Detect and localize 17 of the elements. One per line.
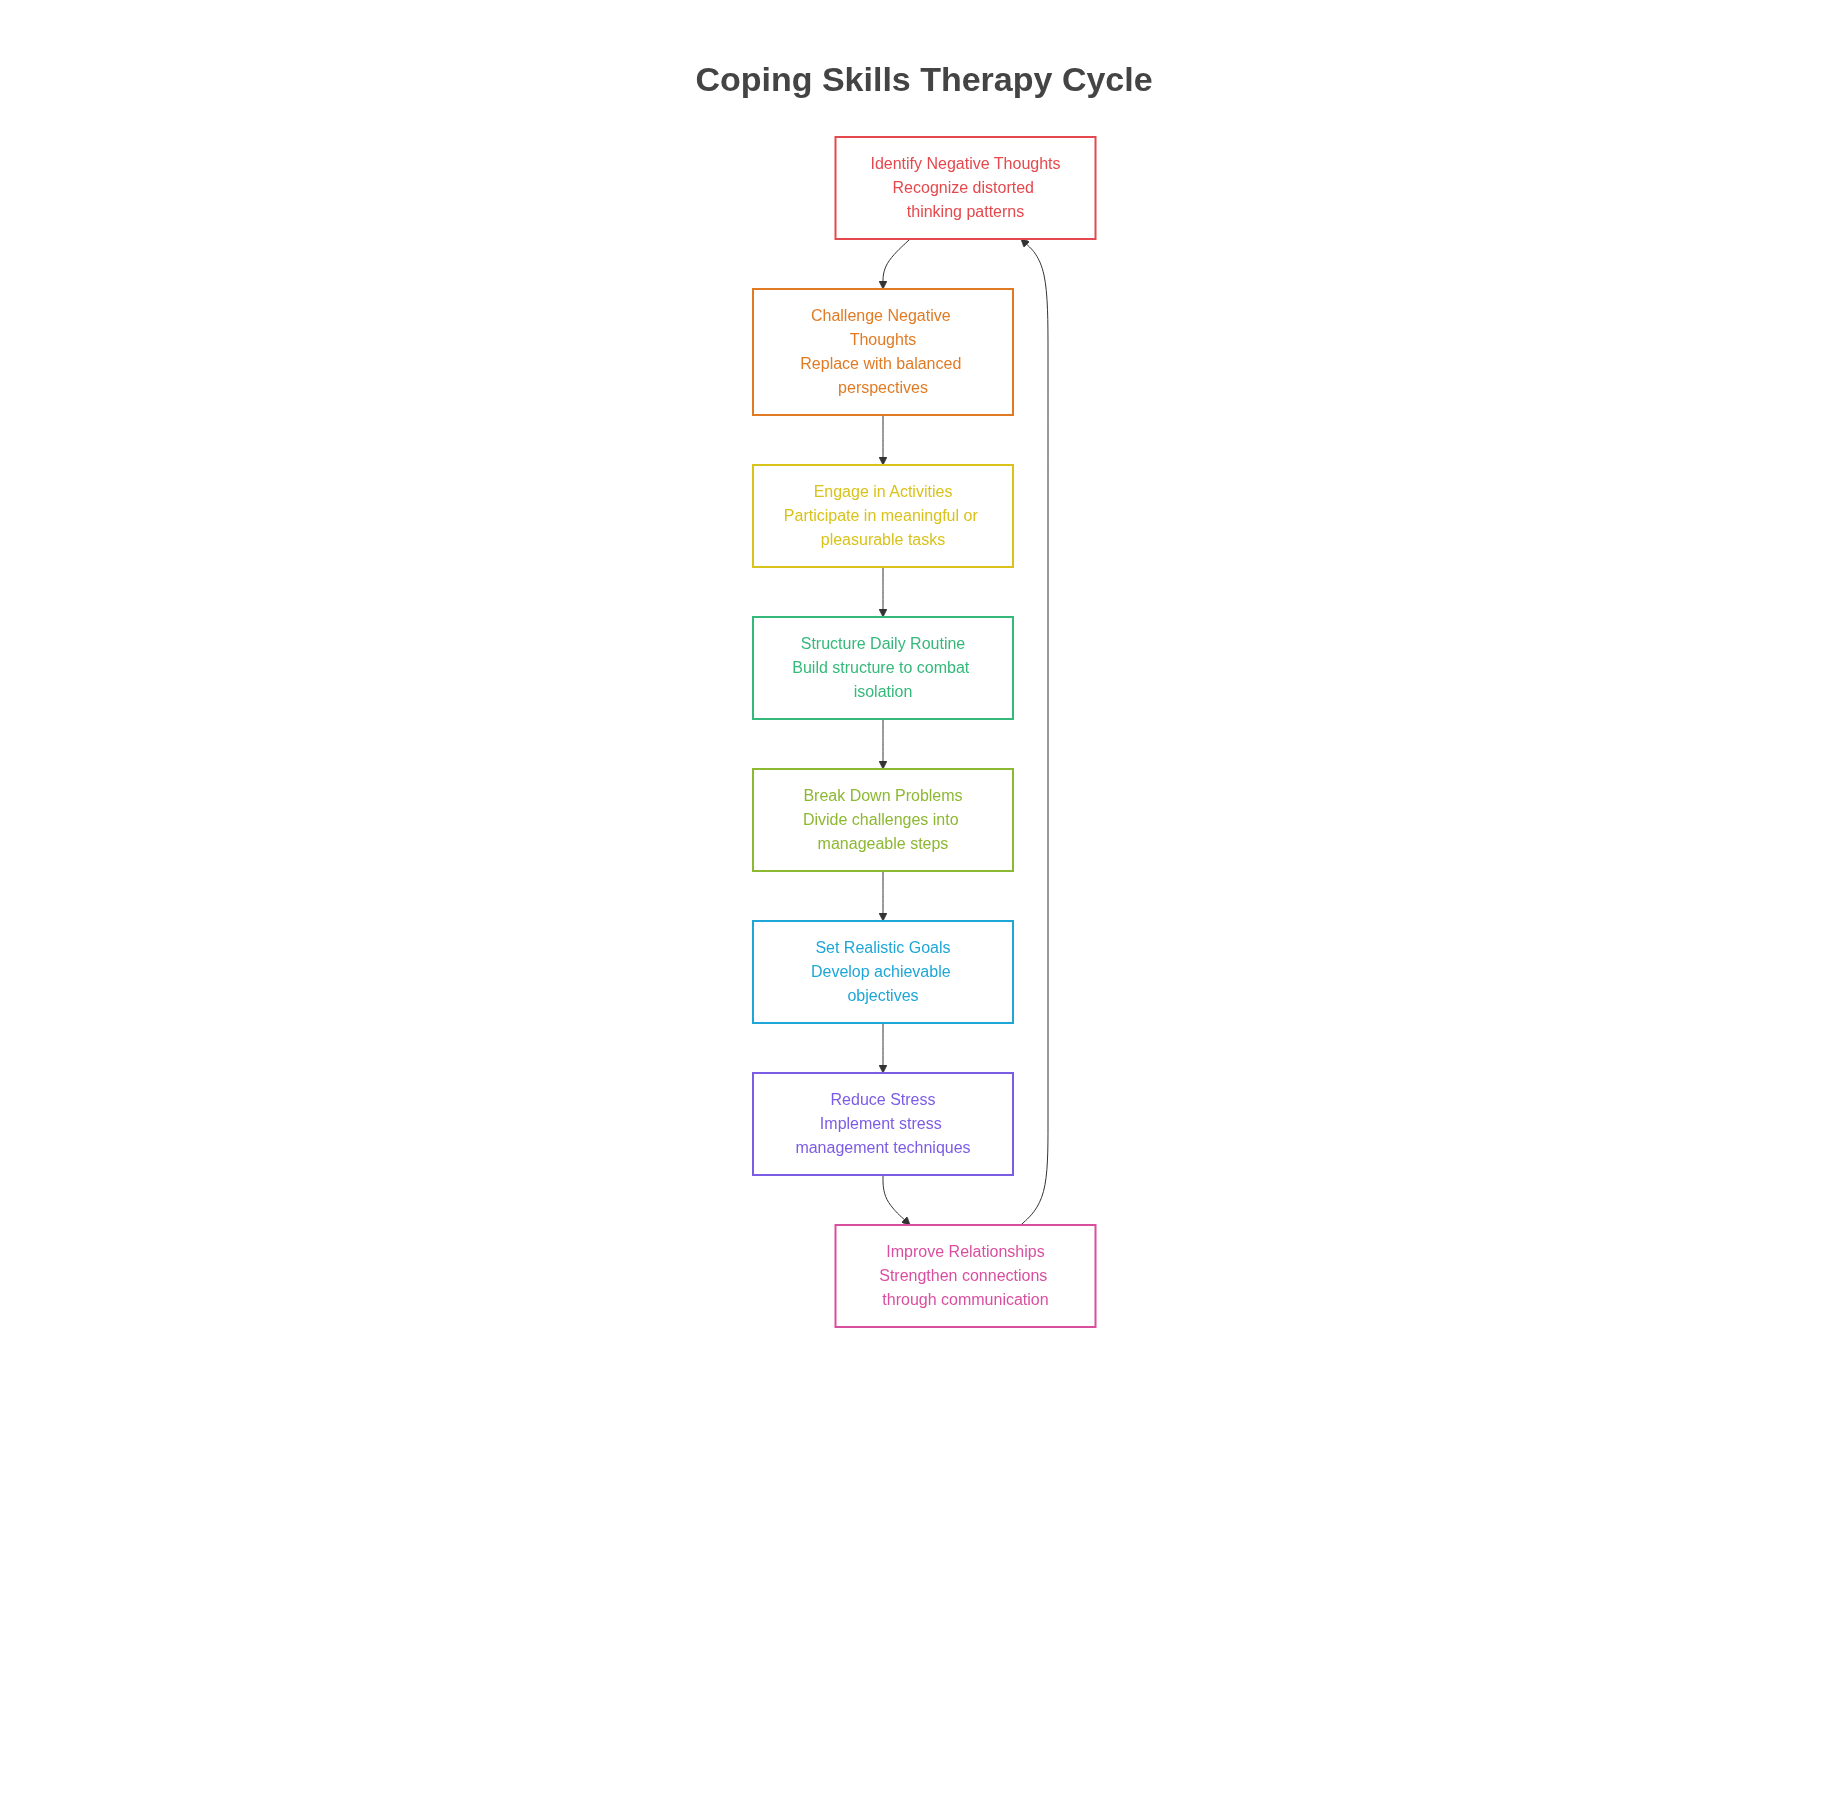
node-box: Break Down Problems Divide challenges into manageable steps [751,768,1014,872]
arrow [1020,238,1049,1226]
node-box: Improve Relationships Strengthen connections through communication [834,1224,1097,1328]
arrow [878,870,888,922]
arrow [878,238,911,290]
arrow [878,1022,888,1074]
arrow [878,718,888,770]
node-box: Identify Negative Thoughts Recognize distorted thinking patterns [834,136,1097,240]
arrow [882,1174,911,1226]
node-box: Engage in Activities Participate in meaningful or pleasurable tasks [751,464,1014,568]
arrow [878,566,888,618]
node-box: Set Realistic Goals Develop achievable objectives [751,920,1014,1024]
node-box: Challenge Negative Thoughts Replace with balanced perspectives [751,288,1014,416]
node-box: Structure Daily Routine Build structure to combat isolation [751,616,1014,720]
node-box: Reduce Stress Implement stress management techniques [751,1072,1014,1176]
arrow [878,414,888,466]
diagram-title: Coping Skills Therapy Cycle [694,60,1154,99]
